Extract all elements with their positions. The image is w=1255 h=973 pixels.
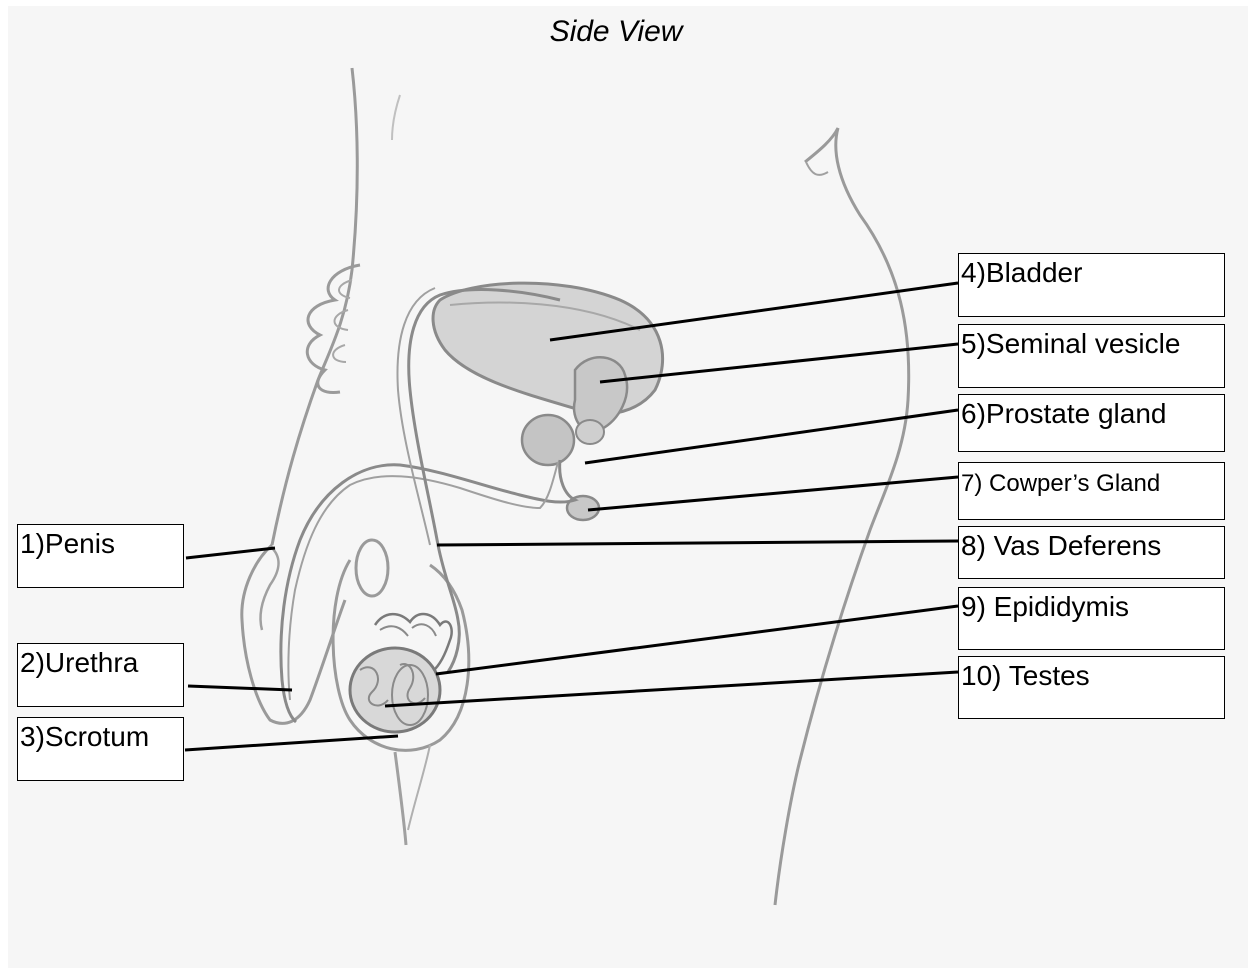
leader-line-cowpers	[588, 477, 958, 510]
label-seminal-vesicle: 5)Seminal vesicle	[958, 324, 1225, 388]
testis-shape	[350, 648, 440, 732]
label-epididymis: 9) Epididymis	[958, 587, 1225, 650]
label-vas-deferens: 8) Vas Deferens	[958, 526, 1225, 579]
seminal-vesicle-shape	[574, 357, 627, 432]
label-cowpers-gland: 7) Cowper’s Gland	[958, 462, 1225, 520]
label-testes: 10) Testes	[958, 656, 1225, 719]
leader-line-vas-deferens	[437, 541, 958, 545]
leader-line-testes	[385, 672, 958, 706]
leader-line-epididymis	[436, 606, 958, 674]
label-penis: 1)Penis	[17, 524, 184, 588]
leader-line-urethra	[188, 686, 292, 690]
pubic-hair-shape	[307, 265, 360, 393]
label-scrotum: 3)Scrotum	[17, 717, 184, 781]
diagram-title: Side View	[0, 15, 1232, 49]
label-urethra: 2)Urethra	[17, 643, 184, 707]
leader-line-scrotum	[185, 736, 398, 750]
prostate-shape	[522, 415, 574, 465]
label-bladder: 4)Bladder	[958, 253, 1225, 317]
label-prostate-gland: 6)Prostate gland	[958, 394, 1225, 452]
penis-outline	[242, 545, 345, 723]
buttock-outline	[775, 128, 909, 905]
